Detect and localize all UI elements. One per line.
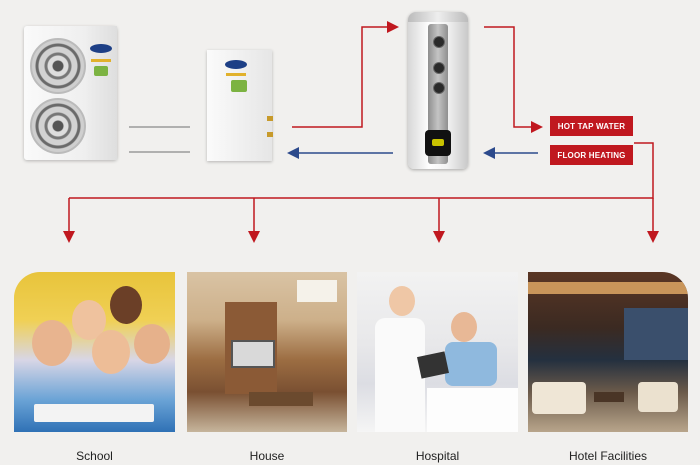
brand-stripe-icon: [91, 59, 111, 62]
child-figure: [134, 324, 170, 364]
tank-port-icon: [433, 82, 445, 94]
window-view: [624, 308, 688, 360]
outdoor-heat-pump-unit: [24, 26, 117, 160]
school-photo: [14, 272, 175, 432]
brand-stripe-icon: [226, 73, 246, 76]
armchair: [638, 382, 678, 412]
floor-heating-label: FLOOR HEATING: [550, 145, 633, 165]
eco-badge-icon: [231, 80, 247, 92]
child-figure: [110, 286, 142, 324]
roof-window: [297, 280, 337, 302]
tank-port-icon: [433, 36, 445, 48]
house-photo: [187, 272, 347, 432]
tank-cap: [408, 12, 468, 22]
coffee-table: [249, 392, 313, 406]
side-table: [594, 392, 624, 402]
patient-figure: [451, 312, 477, 342]
sofa: [532, 382, 586, 414]
caption-house: House: [249, 449, 285, 463]
caption-hotel-facilities: Hotel Facilities: [568, 449, 648, 463]
fan-lower-icon: [30, 98, 86, 154]
tank-control-panel: [425, 130, 451, 156]
pipe-connector-icon: [267, 116, 273, 121]
tank-port-icon: [433, 62, 445, 74]
television: [231, 340, 275, 368]
brand-logo-icon: [225, 60, 247, 69]
red-flow-distribution-trunk: [69, 142, 654, 199]
child-figure: [92, 330, 130, 374]
hot-water-storage-tank: [408, 12, 468, 169]
eco-badge-icon: [94, 66, 108, 76]
tank-front-band: [428, 24, 448, 164]
brand-logo-icon: [90, 44, 112, 53]
ceiling-light: [528, 282, 688, 294]
keyboard: [34, 404, 154, 422]
nurse-figure: [389, 286, 415, 316]
nurse-coat: [375, 318, 425, 432]
hot-tap-water-label: HOT TAP WATER: [550, 116, 633, 136]
hospital-photo: [357, 272, 518, 432]
red-flow-tank-to-hot-tap: [484, 26, 543, 133]
caption-hospital: Hospital: [415, 449, 460, 463]
hotel-photo: [528, 272, 688, 432]
patient-gown: [445, 342, 497, 386]
pipe-connector-icon: [267, 132, 273, 137]
red-flow-indoor-to-tank: [292, 21, 399, 128]
caption-school: School: [76, 449, 113, 463]
fan-upper-icon: [30, 38, 86, 94]
indoor-hydronic-unit: [207, 50, 273, 161]
bed-sheet: [427, 388, 518, 432]
child-figure: [32, 320, 72, 366]
